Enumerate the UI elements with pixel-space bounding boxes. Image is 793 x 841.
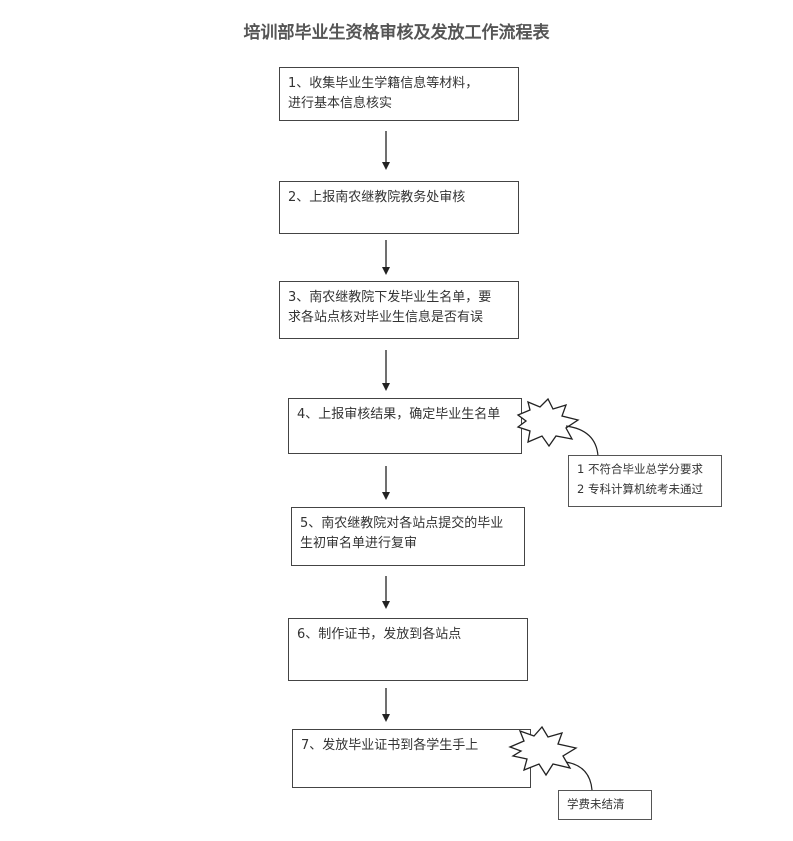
step-6-line-1: 6、制作证书，发放到各站点 <box>297 627 462 642</box>
callout-curve-1 <box>565 425 599 457</box>
step-7-line-1: 7、发放毕业证书到各学生手上 <box>301 738 479 753</box>
step-5-line-2: 生初审名单进行复审 <box>300 536 418 551</box>
note-1-line-2: 2 专科计算机统考未通过 <box>577 482 703 496</box>
note-2-line-1: 学费未结清 <box>567 797 625 811</box>
step-box-3: 3、南农继教院下发毕业生名单，要 求各站点核对毕业生信息是否有误 <box>279 281 519 339</box>
step-box-1: 1、收集毕业生学籍信息等材料， 进行基本信息核实 <box>279 67 519 121</box>
step-1-line-2: 进行基本信息核实 <box>288 96 393 111</box>
note-box-2: 学费未结清 <box>558 790 652 820</box>
note-1-line-1: 1 不符合毕业总学分要求 <box>577 462 703 476</box>
step-box-6: 6、制作证书，发放到各站点 <box>288 618 528 681</box>
exception-burst-1 <box>516 397 580 448</box>
step-4-line-1: 4、上报审核结果，确定毕业生名单 <box>297 407 501 422</box>
callout-curve-2 <box>565 761 593 791</box>
step-box-5: 5、南农继教院对各站点提交的毕业 生初审名单进行复审 <box>291 507 525 566</box>
step-box-4: 4、上报审核结果，确定毕业生名单 <box>288 398 522 454</box>
note-box-1: 1 不符合毕业总学分要求 2 专科计算机统考未通过 <box>568 455 722 507</box>
exception-burst-2 <box>508 725 578 777</box>
step-box-2: 2、上报南农继教院教务处审核 <box>279 181 519 234</box>
step-3-line-1: 3、南农继教院下发毕业生名单，要 <box>288 290 492 305</box>
page-title: 培训部毕业生资格审核及发放工作流程表 <box>243 23 550 43</box>
step-box-7: 7、发放毕业证书到各学生手上 <box>292 729 531 788</box>
step-1-line-1: 1、收集毕业生学籍信息等材料， <box>288 76 479 91</box>
step-5-line-1: 5、南农继教院对各站点提交的毕业 <box>300 516 504 531</box>
step-3-line-2: 求各站点核对毕业生信息是否有误 <box>288 310 484 325</box>
step-2-line-1: 2、上报南农继教院教务处审核 <box>288 190 466 205</box>
